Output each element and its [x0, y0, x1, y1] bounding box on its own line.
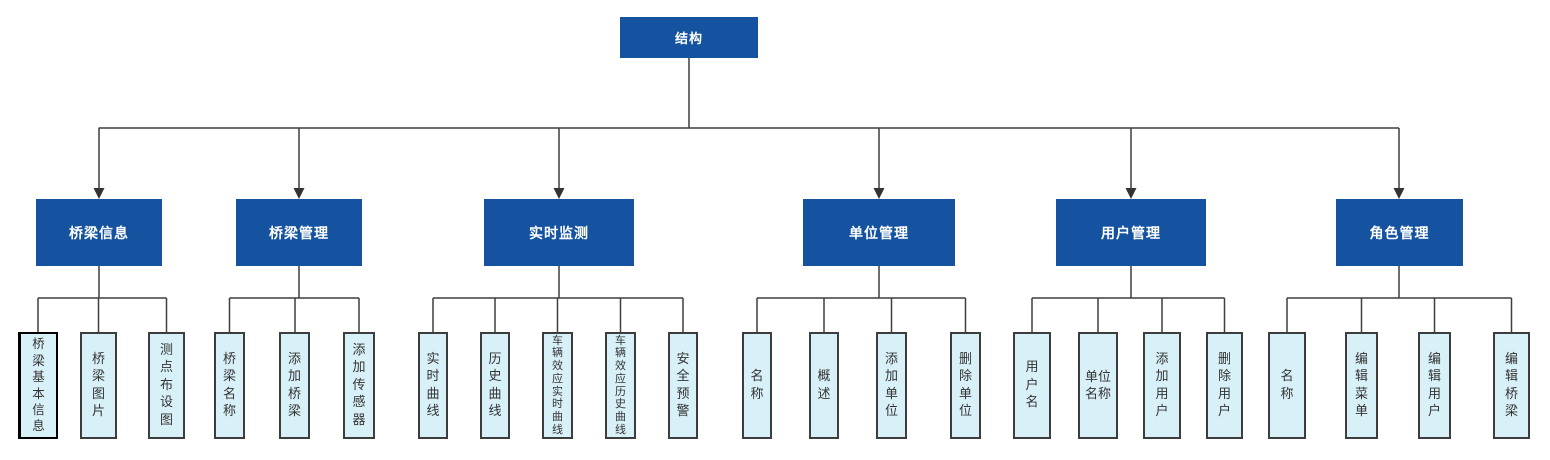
leaf-bridge-basic-info[interactable]: 桥梁基本信息	[18, 332, 58, 439]
arrowhead-icon	[1125, 188, 1137, 199]
leaf-label: 编辑桥梁	[1505, 351, 1519, 420]
leaf-safety-warning[interactable]: 安全预警	[668, 332, 698, 439]
leaf-vehicle-effect-realtime-curve[interactable]: 车辆效应实时曲线	[542, 332, 573, 439]
leaf-label: 实时曲线	[426, 351, 440, 420]
leaf-username[interactable]: 用户名	[1013, 332, 1051, 439]
leaf-label: 历史曲线	[488, 351, 502, 420]
arrowhead-icon	[93, 188, 105, 199]
leaf-add-bridge[interactable]: 添加桥梁	[279, 332, 310, 439]
leaf-label: 删除用户	[1218, 351, 1232, 420]
arrowhead-icon	[1393, 188, 1405, 199]
leaf-label: 名称	[750, 369, 764, 402]
leaf-unit-name[interactable]: 名称	[742, 332, 772, 439]
arrowhead-icon	[553, 188, 565, 199]
leaf-label: 编辑用户	[1428, 351, 1442, 420]
node-unit-management[interactable]: 单位管理	[803, 199, 955, 266]
leaf-delete-user[interactable]: 删除用户	[1206, 332, 1243, 439]
branch-label: 桥梁信息	[69, 225, 129, 242]
leaf-label: 名称	[1280, 369, 1294, 402]
leaf-vehicle-effect-history-curve[interactable]: 车辆效应历史曲线	[605, 332, 636, 439]
arrowhead-icon	[873, 188, 885, 199]
leaf-label: 车辆效应历史曲线	[615, 333, 626, 436]
group5-connectors	[1031, 266, 1226, 332]
leaf-label: 添加桥梁	[288, 351, 302, 420]
leaf-label: 桥梁图片	[92, 351, 106, 420]
leaf-measuring-point-layout[interactable]: 测点布设图	[148, 332, 185, 439]
leaf-label: 删除单位	[959, 351, 973, 420]
node-bridge-info[interactable]: 桥梁信息	[36, 199, 162, 266]
group3-connectors	[432, 266, 684, 332]
leaf-label: 车辆效应实时曲线	[552, 333, 563, 436]
leaf-delete-unit[interactable]: 删除单位	[950, 332, 981, 439]
leaf-bridge-pictures[interactable]: 桥梁图片	[80, 332, 117, 439]
leaf-label: 概述	[817, 369, 831, 402]
arrowhead-icon	[293, 188, 305, 199]
leaf-history-curve[interactable]: 历史曲线	[480, 332, 510, 439]
node-bridge-management[interactable]: 桥梁管理	[236, 199, 362, 266]
leaf-realtime-curve[interactable]: 实时曲线	[418, 332, 448, 439]
branch-label: 角色管理	[1369, 225, 1430, 242]
node-user-management[interactable]: 用户管理	[1056, 199, 1206, 266]
node-root-label: 结构	[674, 32, 703, 47]
leaf-bridge-name[interactable]: 桥梁名称	[214, 332, 245, 439]
leaf-label: 添加单位	[885, 351, 899, 420]
branch-label: 桥梁管理	[269, 225, 329, 242]
leaf-label: 测点布设图	[160, 342, 174, 428]
leaf-label: 添加传感器	[352, 342, 366, 428]
leaf-user-unit-name[interactable]: 单位名称	[1078, 332, 1118, 439]
leaf-label: 编辑菜单	[1355, 351, 1369, 420]
leaf-unit-overview[interactable]: 概述	[809, 332, 839, 439]
leaf-add-sensor[interactable]: 添加传感器	[343, 332, 375, 439]
leaf-label: 用户名	[1025, 360, 1039, 411]
leaf-role-name[interactable]: 名称	[1268, 332, 1306, 439]
leaf-label: 桥梁名称	[223, 351, 237, 420]
leaf-edit-user[interactable]: 编辑用户	[1418, 332, 1451, 439]
leaf-label: 单位名称	[1085, 369, 1112, 402]
leaf-add-user[interactable]: 添加用户	[1143, 332, 1181, 439]
group2-connectors	[228, 266, 360, 332]
leaf-edit-bridge[interactable]: 编辑桥梁	[1493, 332, 1530, 439]
leaf-label: 安全预警	[676, 351, 690, 420]
group1-connectors	[37, 266, 168, 332]
group6-connectors	[1286, 266, 1513, 332]
leaf-label: 添加用户	[1155, 351, 1169, 420]
branch-label: 用户管理	[1101, 225, 1161, 242]
leaf-add-unit[interactable]: 添加单位	[876, 332, 907, 439]
node-realtime-monitoring[interactable]: 实时监测	[484, 199, 634, 266]
branch-label: 实时监测	[529, 225, 589, 242]
leaf-edit-menu[interactable]: 编辑菜单	[1345, 332, 1378, 439]
branch-label: 单位管理	[849, 225, 909, 242]
root-connector	[98, 58, 1399, 129]
group4-connectors	[756, 266, 967, 332]
node-root[interactable]: 结构	[620, 17, 758, 58]
node-role-management[interactable]: 角色管理	[1336, 199, 1463, 266]
branch-drop-lines	[98, 128, 1400, 188]
leaf-label: 桥梁基本信息	[32, 336, 45, 434]
